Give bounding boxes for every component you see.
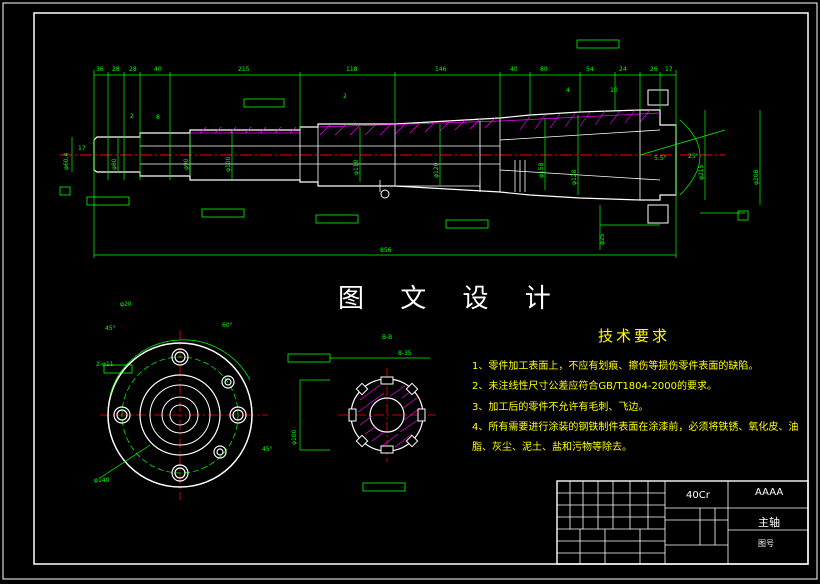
- vertical-dimension-text: φ60.4 φ80 φ90 φ100 φ110 φ120 φ158 φ128 φ…: [63, 153, 760, 446]
- svg-text:φ140: φ140: [94, 477, 110, 484]
- svg-text:80: 80: [540, 66, 548, 73]
- svg-text:φ20: φ20: [120, 301, 132, 308]
- tech-requirement-item: 3、加工后的零件不允许有毛刺、飞边。: [472, 402, 649, 413]
- svg-text:54: 54: [586, 66, 594, 73]
- svg-text:26: 26: [650, 66, 658, 73]
- flange-end-view: [99, 330, 268, 500]
- hatching: [199, 109, 651, 136]
- svg-text:17: 17: [78, 145, 86, 152]
- svg-text:φ120: φ120: [433, 162, 440, 178]
- svg-text:φ25: φ25: [599, 233, 606, 245]
- svg-text:φ100: φ100: [225, 156, 232, 172]
- svg-text:φ110: φ110: [353, 159, 360, 175]
- svg-text:40: 40: [154, 66, 162, 73]
- svg-text:45°: 45°: [105, 325, 116, 332]
- svg-text:φ208: φ208: [753, 169, 760, 185]
- svg-text:φ90: φ90: [183, 158, 190, 170]
- title-block-drawing-no-label: 图号: [758, 539, 774, 548]
- tech-requirements-heading: 技术要求: [598, 327, 671, 345]
- svg-text:24: 24: [619, 66, 627, 73]
- svg-text:36: 36: [96, 66, 104, 73]
- svg-text:φ128: φ128: [571, 169, 578, 185]
- svg-text:28: 28: [129, 66, 137, 73]
- svg-text:28: 28: [112, 66, 120, 73]
- svg-text:25°: 25°: [688, 153, 699, 160]
- svg-text:φ158: φ158: [538, 162, 545, 178]
- main-dimension-text: 36 28 28 40 215 118 146 40 80 54 24 26 1…: [78, 66, 699, 484]
- shaft-main-view: [60, 89, 725, 224]
- title-block-company: AAAA: [755, 487, 784, 498]
- svg-text:8: 8: [156, 114, 160, 121]
- spline-section-view: [299, 357, 436, 462]
- svg-text:φ215: φ215: [698, 164, 705, 180]
- svg-text:17: 17: [665, 66, 673, 73]
- svg-text:856: 856: [380, 247, 392, 254]
- sheet-inner-border: [33, 12, 809, 565]
- svg-text:40: 40: [510, 66, 518, 73]
- svg-text:146: 146: [435, 66, 447, 73]
- svg-text:φ80: φ80: [111, 158, 118, 170]
- svg-text:118: 118: [346, 66, 358, 73]
- tech-requirement-item: 脂、灰尘、泥土、盐和污物等除去。: [472, 442, 632, 453]
- svg-text:10: 10: [610, 87, 618, 94]
- main-dimension-lines: [71, 70, 761, 258]
- title-block-part-name: 主轴: [758, 516, 780, 529]
- svg-text:B-B: B-B: [382, 334, 392, 341]
- tech-requirement-item: 2、未注线性尺寸公差应符合GB/T1804-2000的要求。: [472, 381, 717, 392]
- svg-text:5.5°: 5.5°: [654, 155, 667, 162]
- svg-text:φ100: φ100: [291, 429, 298, 445]
- svg-text:8-35: 8-35: [398, 350, 412, 357]
- svg-text:φ60.4: φ60.4: [63, 153, 70, 171]
- svg-text:215: 215: [238, 66, 250, 73]
- svg-text:2: 2: [130, 113, 134, 120]
- svg-text:2-φ11: 2-φ11: [96, 361, 114, 368]
- tolerance-frames: [59, 39, 749, 492]
- tech-requirement-item: 1、零件加工表面上，不应有划痕、擦伤等损伤零件表面的缺陷。: [472, 361, 759, 372]
- svg-text:4: 4: [566, 87, 570, 94]
- title-block-material: 40Cr: [686, 490, 710, 501]
- svg-text:2: 2: [343, 93, 347, 100]
- svg-text:60°: 60°: [222, 322, 233, 329]
- title-block-grid: [556, 480, 809, 565]
- tech-requirement-item: 4、所有需要进行涂装的钢铁制件表面在涂漆前，必须将铁锈、氧化皮、油: [472, 422, 799, 433]
- drawing-title: 图 文 设 计: [338, 284, 565, 314]
- svg-text:45°: 45°: [262, 446, 273, 453]
